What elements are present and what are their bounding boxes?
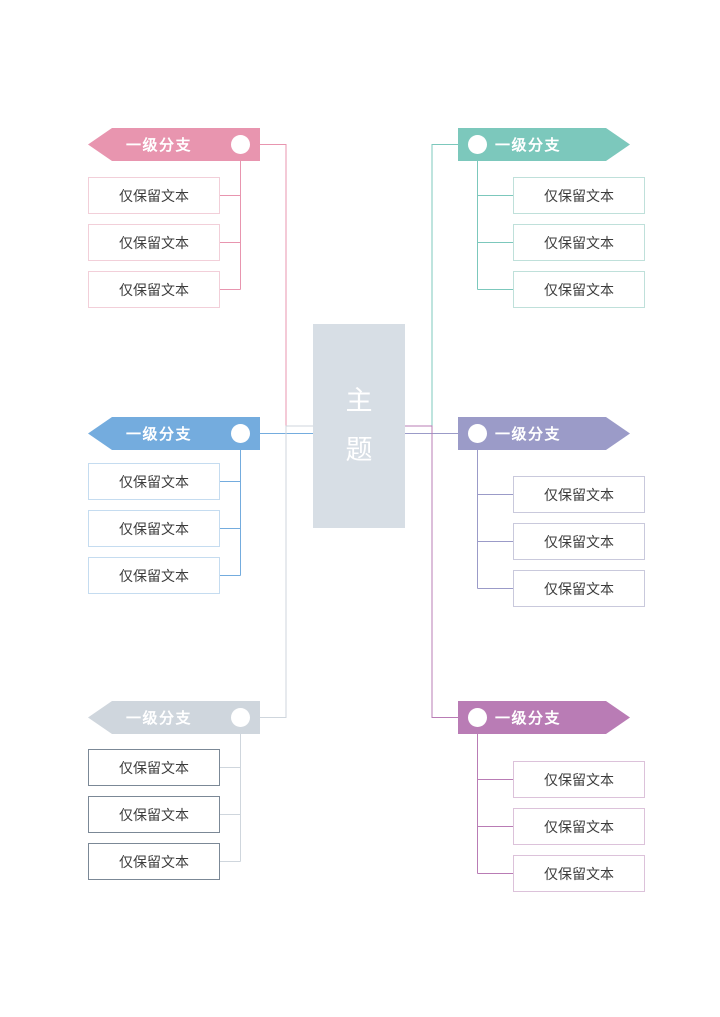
branch-gray-leaf-label: 仅保留文本 (119, 759, 189, 776)
branch-teal-node-dot-icon (468, 135, 487, 154)
branch-purple-leaf-label: 仅保留文本 (544, 580, 614, 597)
topic-char-2: 题 (345, 435, 373, 465)
branch-teal-leaf[interactable]: 仅保留文本 (513, 271, 645, 308)
branch-purple-banner-shape (458, 417, 630, 450)
branch-gray-leaf[interactable]: 仅保留文本 (88, 749, 220, 786)
branch-blue: 一级分支仅保留文本仅保留文本仅保留文本 (88, 417, 260, 594)
branch-pink-leaf[interactable]: 仅保留文本 (88, 271, 220, 308)
branch-plum-header[interactable]: 一级分支 (458, 701, 630, 734)
branch-gray-leaf-label: 仅保留文本 (119, 853, 189, 870)
branch-pink-leaf-label: 仅保留文本 (119, 234, 189, 251)
branch-gray-header[interactable]: 一级分支 (88, 701, 260, 734)
branch-blue-leaf-label: 仅保留文本 (119, 473, 189, 490)
branch-pink-leaf[interactable]: 仅保留文本 (88, 177, 220, 214)
branch-pink-leaf[interactable]: 仅保留文本 (88, 224, 220, 261)
branch-plum: 一级分支仅保留文本仅保留文本仅保留文本 (458, 701, 645, 892)
branch-purple-node-dot-icon (468, 424, 487, 443)
branch-pink-node-dot-icon (231, 135, 250, 154)
branch-gray-banner-shape (88, 701, 260, 734)
branch-blue-leaf[interactable]: 仅保留文本 (88, 557, 220, 594)
branch-plum-leaf-label: 仅保留文本 (544, 771, 614, 788)
branch-teal-leaf-label: 仅保留文本 (544, 187, 614, 204)
topic-node[interactable]: 主 题 (313, 324, 405, 528)
branch-blue-header[interactable]: 一级分支 (88, 417, 260, 450)
branch-pink-leaf-label: 仅保留文本 (119, 281, 189, 298)
branch-gray-node-dot-icon (231, 708, 250, 727)
branch-purple-leaf-list: 仅保留文本仅保留文本仅保留文本 (513, 476, 645, 617)
branch-plum-banner-shape (458, 701, 630, 734)
branch-plum-node-dot-icon (468, 708, 487, 727)
branch-teal-leaf[interactable]: 仅保留文本 (513, 224, 645, 261)
branch-gray-leaf[interactable]: 仅保留文本 (88, 843, 220, 880)
branch-gray-label: 一级分支 (126, 710, 193, 727)
branch-teal-label: 一级分支 (495, 137, 562, 154)
branch-teal-leaf-label: 仅保留文本 (544, 234, 614, 251)
branch-blue-leaf-list: 仅保留文本仅保留文本仅保留文本 (88, 463, 220, 604)
branch-blue-leaf[interactable]: 仅保留文本 (88, 510, 220, 547)
branch-pink-leaf-list: 仅保留文本仅保留文本仅保留文本 (88, 177, 220, 318)
branch-purple-leaf[interactable]: 仅保留文本 (513, 523, 645, 560)
branch-teal-leaf[interactable]: 仅保留文本 (513, 177, 645, 214)
branch-gray-leaf-label: 仅保留文本 (119, 806, 189, 823)
branch-gray-leaf[interactable]: 仅保留文本 (88, 796, 220, 833)
branch-blue-leaf-label: 仅保留文本 (119, 520, 189, 537)
branch-pink-banner-shape (88, 128, 260, 161)
branch-teal-leaf-label: 仅保留文本 (544, 281, 614, 298)
branch-pink: 一级分支仅保留文本仅保留文本仅保留文本 (88, 128, 260, 308)
branch-plum-label: 一级分支 (495, 710, 562, 727)
branch-purple-leaf[interactable]: 仅保留文本 (513, 570, 645, 607)
branch-pink-header[interactable]: 一级分支 (88, 128, 260, 161)
branch-blue-node-dot-icon (231, 424, 250, 443)
topic-char-1: 主 (345, 386, 373, 416)
branch-plum-leaf-list: 仅保留文本仅保留文本仅保留文本 (513, 761, 645, 902)
branch-blue-banner-shape (88, 417, 260, 450)
branch-plum-leaf-label: 仅保留文本 (544, 818, 614, 835)
branch-plum-leaf[interactable]: 仅保留文本 (513, 855, 645, 892)
branch-gray-leaf-list: 仅保留文本仅保留文本仅保留文本 (88, 749, 220, 890)
branch-blue-leaf[interactable]: 仅保留文本 (88, 463, 220, 500)
branch-pink-label: 一级分支 (126, 137, 193, 154)
branch-teal-header[interactable]: 一级分支 (458, 128, 630, 161)
branch-purple-leaf[interactable]: 仅保留文本 (513, 476, 645, 513)
branch-teal-leaf-list: 仅保留文本仅保留文本仅保留文本 (513, 177, 645, 318)
branch-gray: 一级分支仅保留文本仅保留文本仅保留文本 (88, 701, 260, 880)
branch-purple: 一级分支仅保留文本仅保留文本仅保留文本 (458, 417, 645, 607)
branch-plum-leaf[interactable]: 仅保留文本 (513, 808, 645, 845)
branch-plum-leaf[interactable]: 仅保留文本 (513, 761, 645, 798)
branch-teal-banner-shape (458, 128, 630, 161)
branch-blue-leaf-label: 仅保留文本 (119, 567, 189, 584)
branch-pink-leaf-label: 仅保留文本 (119, 187, 189, 204)
branch-teal: 一级分支仅保留文本仅保留文本仅保留文本 (458, 128, 645, 308)
branch-purple-leaf-label: 仅保留文本 (544, 533, 614, 550)
branch-purple-leaf-label: 仅保留文本 (544, 486, 614, 503)
branch-purple-label: 一级分支 (495, 426, 562, 443)
branch-purple-header[interactable]: 一级分支 (458, 417, 630, 450)
branch-plum-leaf-label: 仅保留文本 (544, 865, 614, 882)
branch-blue-label: 一级分支 (126, 426, 193, 443)
